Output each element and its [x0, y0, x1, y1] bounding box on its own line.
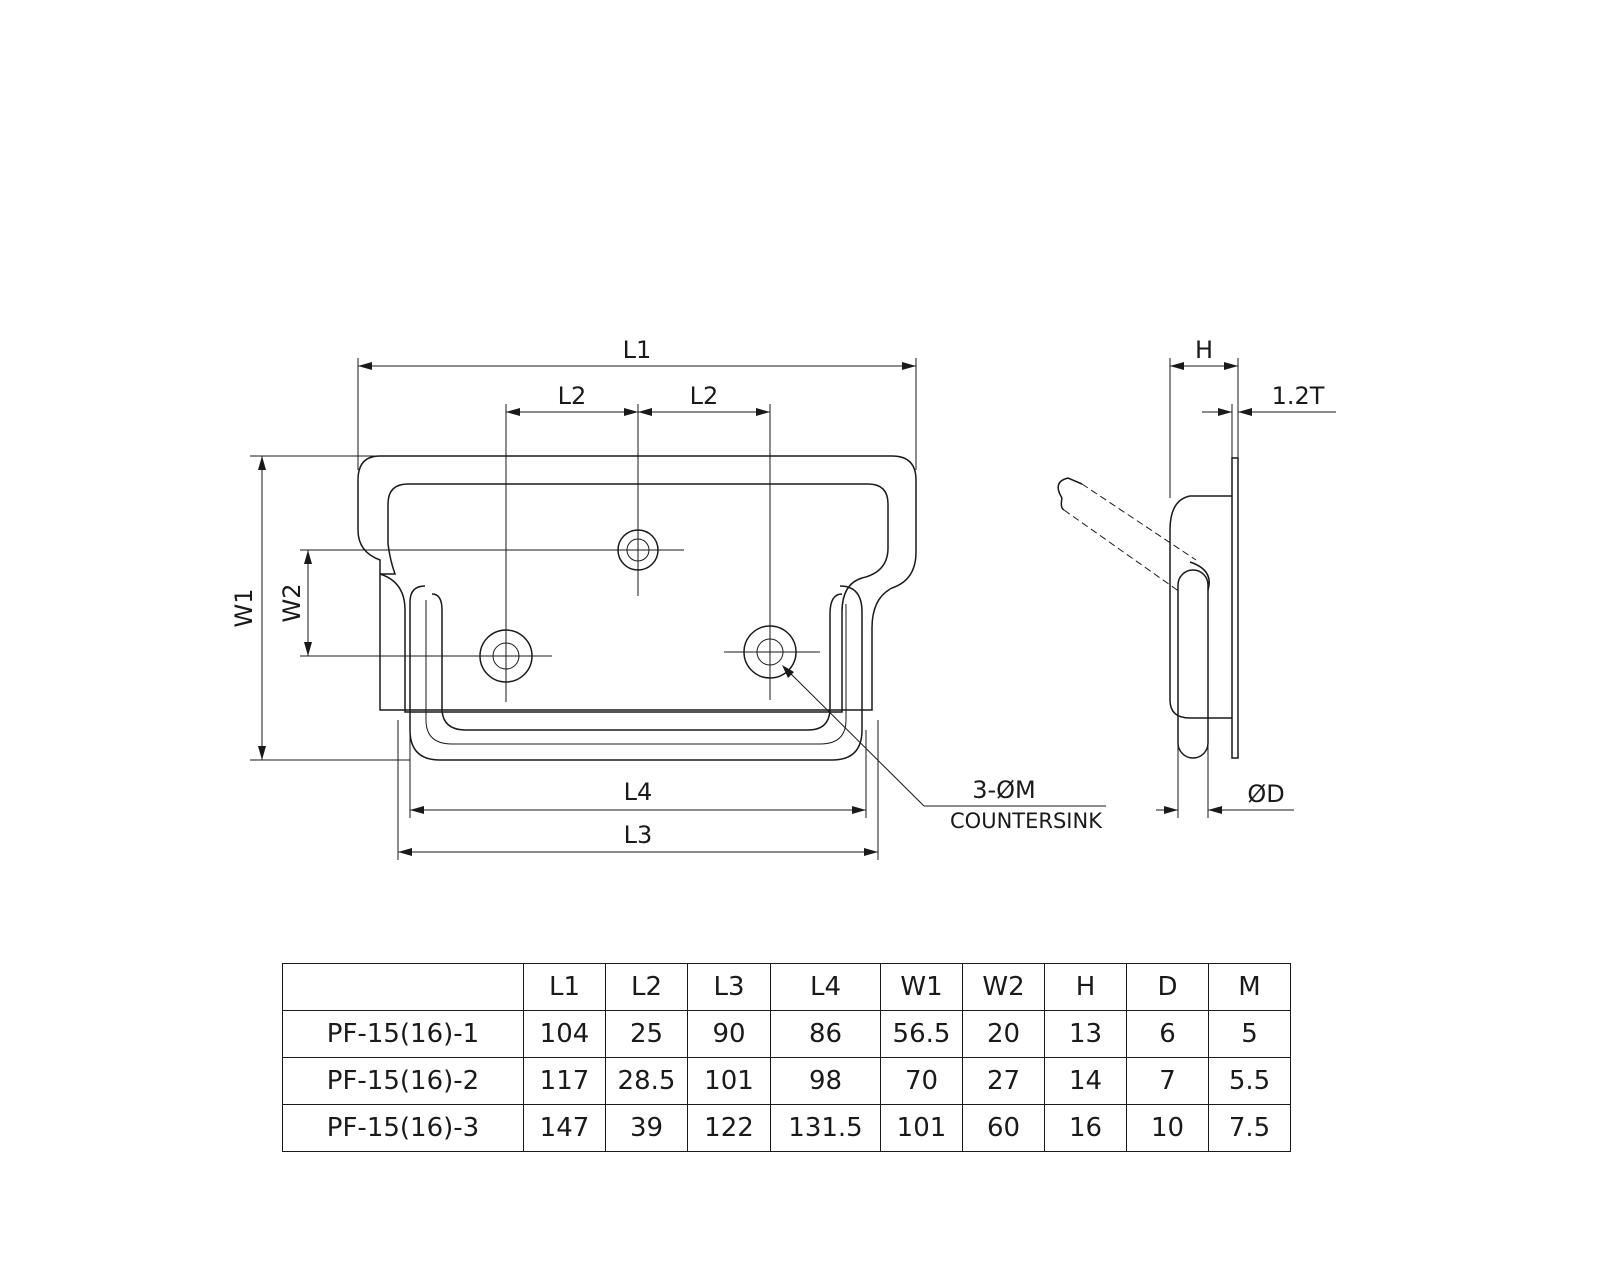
- label-l2-right: L2: [690, 382, 719, 410]
- header-cell: L3: [687, 963, 771, 1011]
- table-cell: 104: [523, 1010, 606, 1058]
- handle-outer: [409, 585, 863, 761]
- header-cell: L1: [523, 963, 606, 1011]
- leader-countersink: [782, 665, 1106, 807]
- table-cell: 5.5: [1208, 1057, 1291, 1105]
- dim-l4: [409, 730, 867, 818]
- label-w2: W2: [278, 584, 306, 623]
- label-l1: L1: [623, 336, 652, 364]
- handle-inner: [431, 593, 843, 731]
- table-cell: 16: [1044, 1104, 1127, 1152]
- table-cell: 6: [1126, 1010, 1209, 1058]
- table-cell: PF-15(16)-3: [282, 1104, 524, 1152]
- table-cell: 27: [962, 1057, 1045, 1105]
- table-cell: PF-15(16)-2: [282, 1057, 524, 1105]
- table-cell: 101: [687, 1057, 771, 1105]
- header-cell: D: [1126, 963, 1209, 1011]
- table-cell: 147: [523, 1104, 606, 1152]
- table-row: PF-15(16)-2 117 28.5 101 98 70 27 14 7 5…: [282, 1057, 1291, 1105]
- table-cell: 28.5: [605, 1057, 688, 1105]
- header-cell: L2: [605, 963, 688, 1011]
- table-row: PF-15(16)-1 104 25 90 86 56.5 20 13 6 5: [282, 1010, 1291, 1058]
- table-cell: 10: [1126, 1104, 1209, 1152]
- base-plate-flange: [379, 483, 889, 713]
- label-d: ØD: [1247, 780, 1284, 808]
- table-cell: 86: [770, 1010, 881, 1058]
- label-l2-left: L2: [558, 382, 587, 410]
- table-cell: 25: [605, 1010, 688, 1058]
- dim-d: [1156, 720, 1294, 818]
- table-cell: 90: [687, 1010, 771, 1058]
- base-plate-outline: [357, 455, 917, 711]
- header-cell: L4: [770, 963, 881, 1011]
- dim-w2: [300, 549, 590, 657]
- side-plate-dome: [1169, 495, 1232, 719]
- handle-mid: [425, 600, 847, 745]
- label-l3: L3: [624, 821, 653, 849]
- header-cell: M: [1208, 963, 1291, 1011]
- table-header-row: L1 L2 L3 L4 W1 W2 H D M: [282, 963, 1291, 1011]
- table-cell: 101: [880, 1104, 963, 1152]
- table-cell: PF-15(16)-1: [282, 1010, 524, 1058]
- table-cell: 39: [605, 1104, 688, 1152]
- table-cell: 70: [880, 1057, 963, 1105]
- dim-thickness: [1202, 404, 1336, 458]
- header-cell: [282, 963, 524, 1011]
- label-l4: L4: [624, 778, 653, 806]
- side-plate: [1231, 457, 1239, 759]
- front-view: L1 L2 L2 W1: [230, 336, 1106, 860]
- dim-l1: [357, 358, 917, 470]
- header-cell: W2: [962, 963, 1045, 1011]
- dim-w1: [250, 455, 420, 761]
- label-countersink: COUNTERSINK: [950, 809, 1103, 833]
- table-cell: 56.5: [880, 1010, 963, 1058]
- side-handle-down: [1177, 569, 1209, 759]
- table-cell: 117: [523, 1057, 606, 1105]
- dim-l3: [397, 720, 879, 860]
- table-cell: 7.5: [1208, 1104, 1291, 1152]
- table-cell: 131.5: [770, 1104, 881, 1152]
- table-cell: 7: [1126, 1057, 1209, 1105]
- dim-l2: [505, 404, 771, 610]
- table-cell: 60: [962, 1104, 1045, 1152]
- table-cell: 5: [1208, 1010, 1291, 1058]
- dim-h: [1169, 358, 1239, 498]
- table-cell: 98: [770, 1057, 881, 1105]
- header-cell: W1: [880, 963, 963, 1011]
- hole-left: [448, 606, 552, 702]
- table-row: PF-15(16)-3 147 39 122 131.5 101 60 16 1…: [282, 1104, 1291, 1152]
- header-cell: H: [1044, 963, 1127, 1011]
- table-cell: 122: [687, 1104, 771, 1152]
- label-h: H: [1195, 336, 1213, 364]
- label-w1: W1: [230, 589, 258, 628]
- spec-table: L1 L2 L3 L4 W1 W2 H D M PF-15(16)-1 104 …: [282, 963, 1291, 1152]
- table-cell: 13: [1044, 1010, 1127, 1058]
- hole-top: [590, 502, 684, 596]
- table-cell: 20: [962, 1010, 1045, 1058]
- hole-right: [724, 604, 820, 700]
- label-thickness: 1.2T: [1272, 382, 1325, 410]
- side-view: H 1.2T ØD: [1057, 336, 1336, 818]
- table-cell: 14: [1044, 1057, 1127, 1105]
- side-handle-raised: [1057, 477, 1083, 499]
- label-holes: 3-ØM: [972, 776, 1036, 804]
